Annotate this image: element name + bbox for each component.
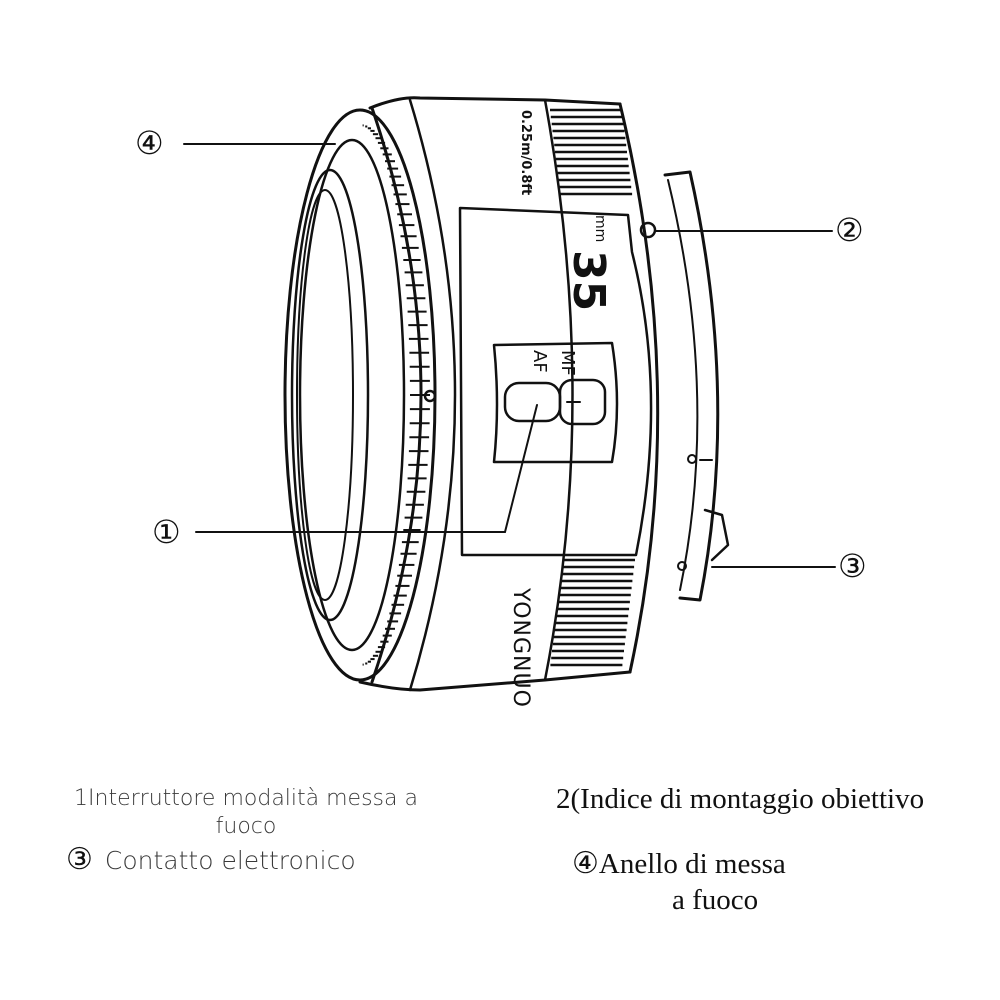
legend-text-3: Contatto elettronico — [104, 846, 356, 875]
legend-text-1b: fuoco — [215, 814, 277, 839]
legend-text-1a: Interruttore modalità messa a — [88, 786, 418, 811]
callout-3: ③ — [838, 547, 867, 585]
callout-1: ① — [152, 513, 181, 551]
legend-item-4: ④Anello di messa a fuoco — [572, 846, 786, 918]
focus-ring-inner — [298, 138, 406, 652]
focal-length-number: 35 — [563, 250, 614, 311]
legend-marker-2: 2( — [556, 783, 581, 815]
legend-text-4a: Anello di messa — [598, 848, 786, 880]
focal-length-unit: mm — [592, 215, 608, 242]
barrel-top-edge — [368, 96, 622, 110]
label-panel — [458, 206, 653, 557]
callout-2: ② — [835, 211, 864, 249]
front-element-inner — [296, 189, 354, 601]
focus-ring-knurling — [362, 124, 430, 666]
contact-tab — [703, 508, 730, 562]
af-mf-switch-knob — [503, 381, 562, 423]
rear-ring-band-b — [618, 102, 660, 674]
callout-4: ④ — [135, 124, 164, 162]
front-element — [290, 168, 370, 622]
legend-marker-3: ③ — [66, 843, 93, 876]
rear-ring-ridges — [550, 108, 635, 667]
legend-marker-4: ④ — [572, 847, 599, 880]
barrel-bottom-edge — [358, 670, 632, 692]
af-label: AF — [529, 350, 550, 373]
mount-flange-inner — [667, 179, 699, 591]
barrel-mid-line — [408, 98, 457, 692]
distance-marking: 0.25m/0.8ft — [518, 110, 533, 195]
legend-item-3: ③ Contatto elettronico — [66, 842, 356, 877]
af-mf-switch-window — [492, 341, 619, 464]
brand-marking: YONGNUO — [508, 587, 533, 708]
legend-item-1: 1Interruttore modalità messa a fuoco — [66, 785, 426, 841]
legend-text-2: Indice di montaggio obiettivo — [580, 783, 925, 815]
mf-label: MF — [557, 350, 578, 376]
legend-marker-1: 1 — [74, 786, 89, 811]
mount-flange — [663, 170, 720, 602]
legend-text-4b: a fuoco — [672, 884, 759, 916]
legend-item-2: 2(Indice di montaggio obiettivo — [556, 783, 924, 816]
